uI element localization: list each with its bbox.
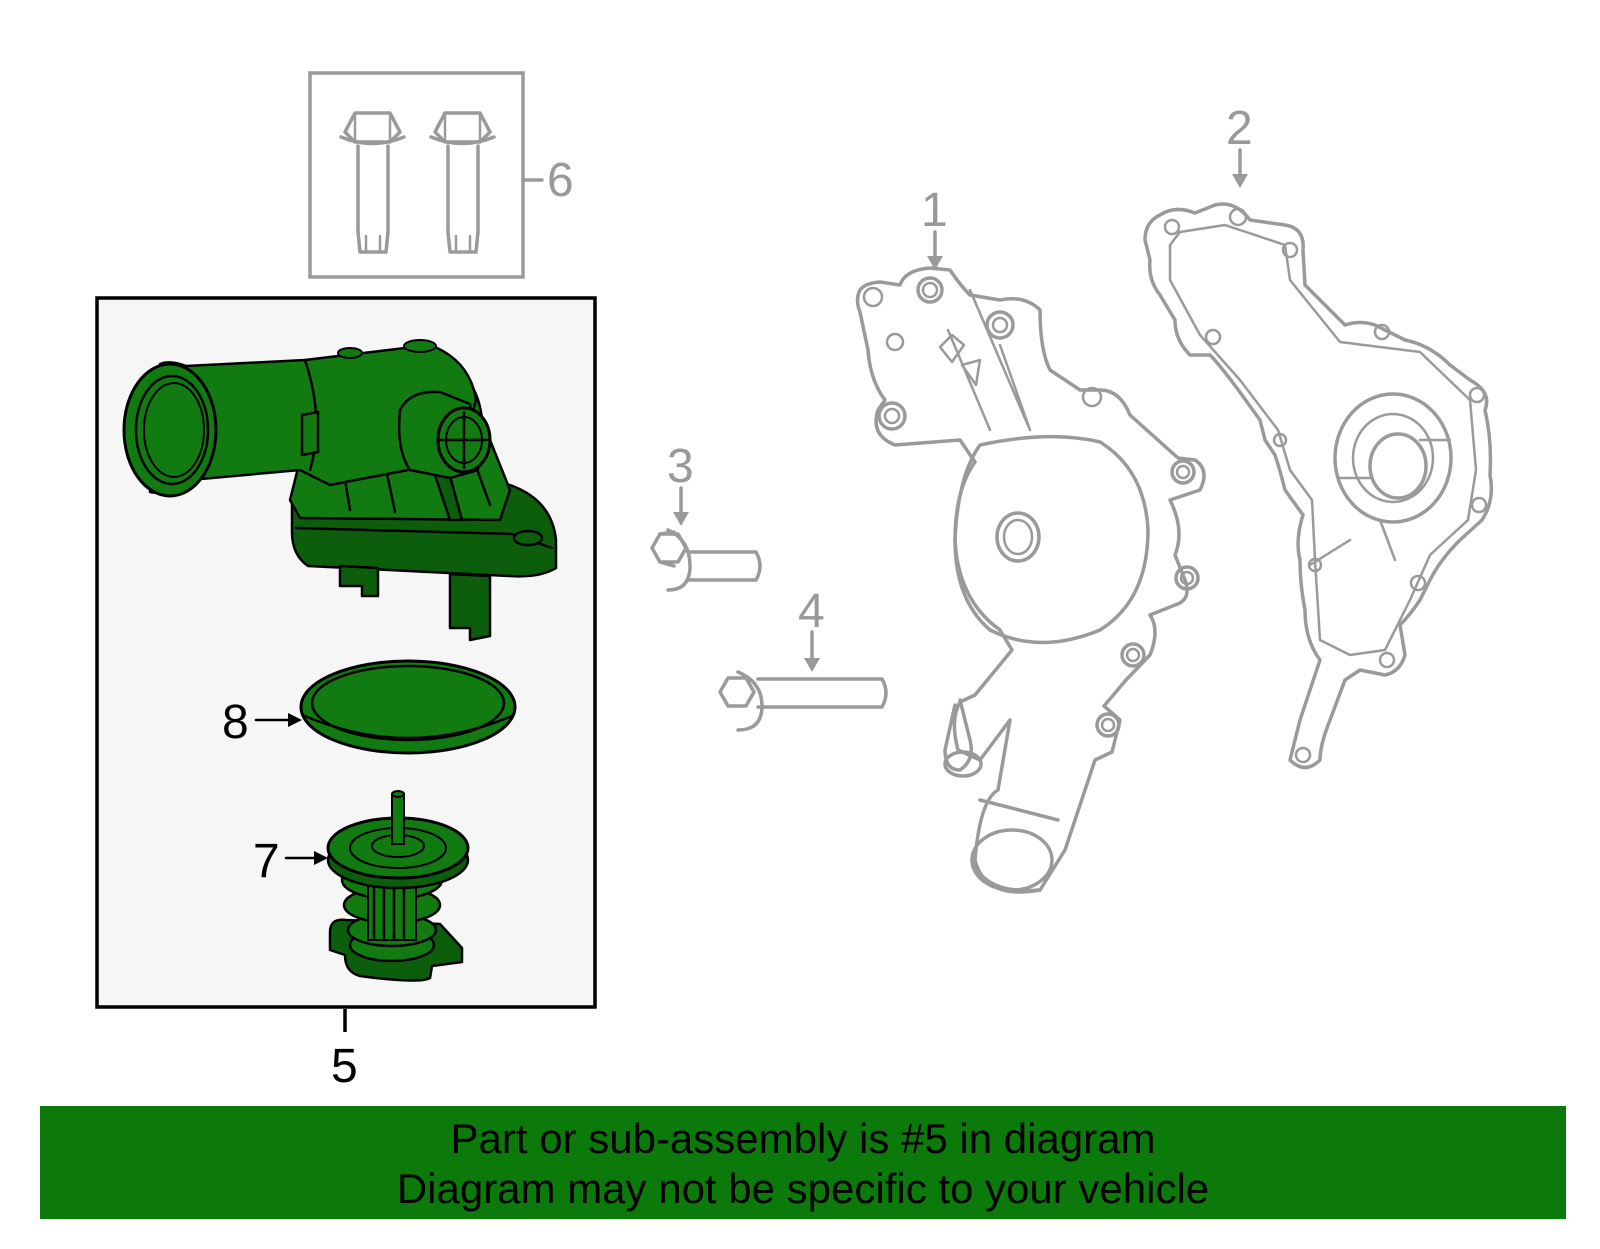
callout-1: 1 <box>921 184 948 237</box>
bolt-6a <box>339 111 406 254</box>
info-banner: Part or sub-assembly is #5 in diagram Di… <box>40 1106 1566 1219</box>
o-ring-seal-part-8[interactable] <box>299 659 517 755</box>
callout-7: 7 <box>253 835 280 888</box>
bolt-part-3[interactable] <box>650 528 762 592</box>
banner-line-2: Diagram may not be specific to your vehi… <box>396 1165 1210 1212</box>
bolt-part-4[interactable] <box>718 670 888 732</box>
bolt-6b <box>429 111 496 254</box>
callout-8: 8 <box>222 696 249 749</box>
gasket-part-2[interactable] <box>1143 202 1494 770</box>
thermostat-part-7[interactable] <box>326 790 470 982</box>
banner-line-1: Part or sub-assembly is #5 in diagram <box>450 1115 1156 1162</box>
callout-6: 6 <box>547 154 574 207</box>
callout-4: 4 <box>798 585 825 638</box>
callout-5: 5 <box>331 1040 358 1093</box>
bolt-pair-part-6[interactable] <box>308 71 544 279</box>
callout-3: 3 <box>667 440 694 493</box>
water-pump-part-1[interactable] <box>855 266 1206 894</box>
callout-2: 2 <box>1226 102 1253 155</box>
thermostat-housing[interactable] <box>122 339 558 642</box>
